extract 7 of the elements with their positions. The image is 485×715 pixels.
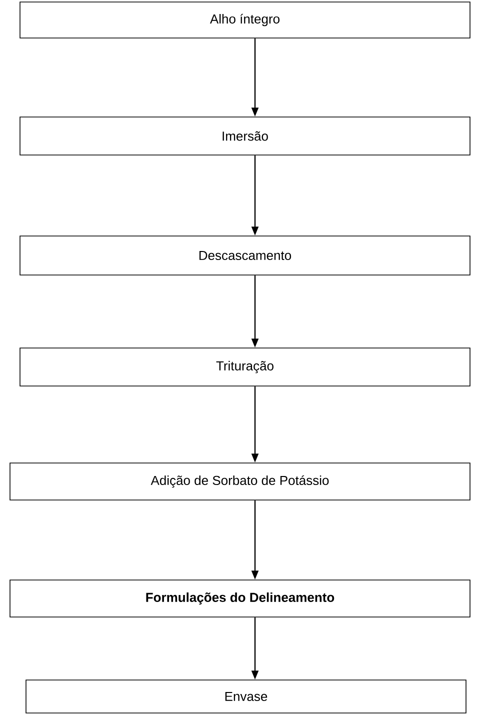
process-box: Envase [26, 680, 466, 714]
process-box: Imersão [20, 116, 470, 156]
process-box: Adição de Sorbato de Potássio [10, 462, 470, 500]
process-box: Descascamento [20, 236, 470, 276]
process-box: Trituração [20, 348, 470, 386]
process-box: Alho íntegro [20, 2, 470, 38]
process-box: Formulações do Delineamento [10, 580, 470, 618]
